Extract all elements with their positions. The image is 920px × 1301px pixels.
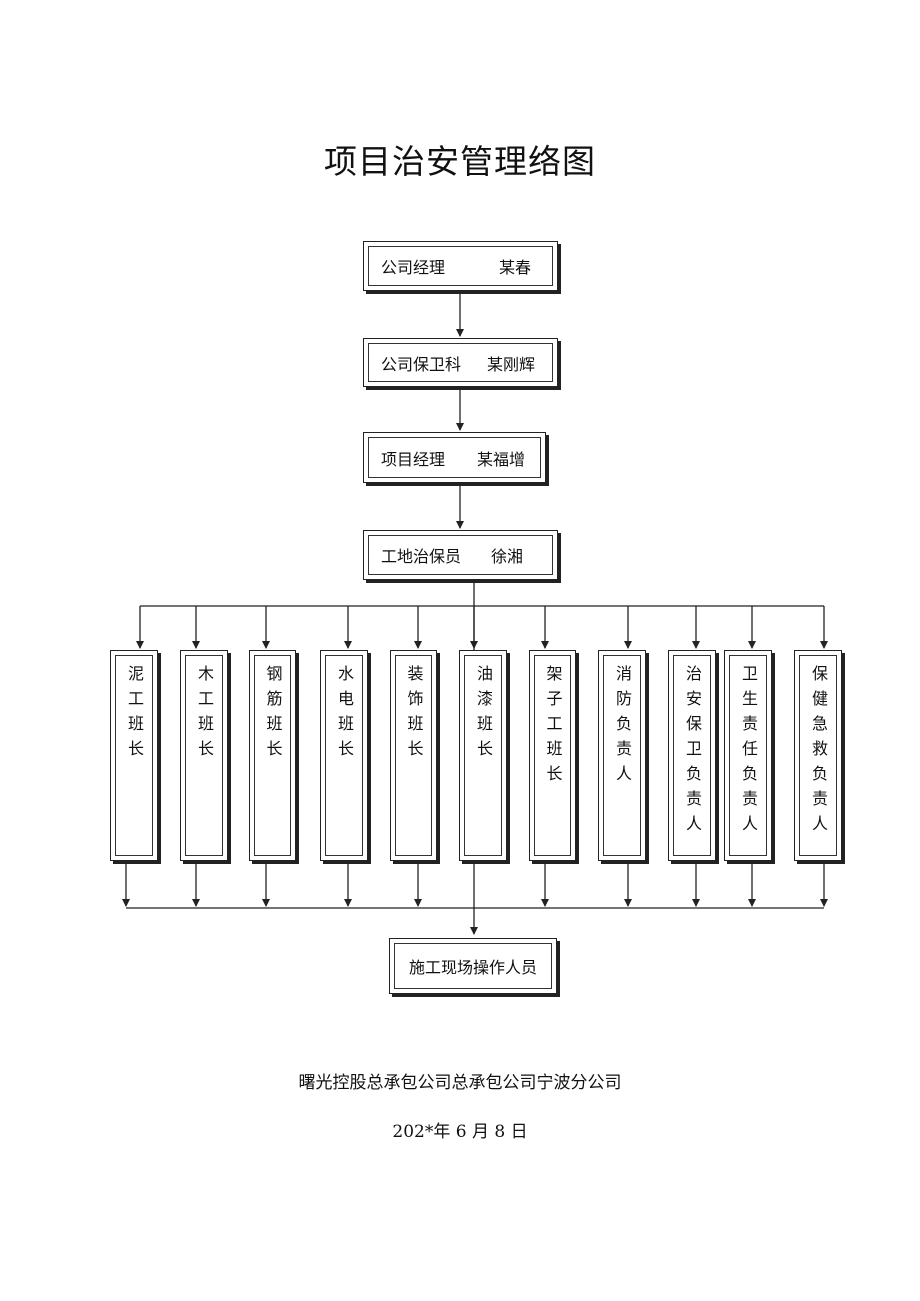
team-label: 泥工班长 — [125, 665, 144, 765]
team-label: 钢筋班长 — [263, 665, 283, 765]
team-label: 水电班长 — [335, 665, 354, 765]
team-box-fire: 消防负责人 — [598, 650, 646, 861]
team-box-first-aid: 保健急救负责人 — [794, 650, 842, 861]
manager-box: 公司经理 某春 — [363, 241, 558, 291]
page-title: 项目治安管理络图 — [324, 142, 596, 181]
team-label: 架子工班长 — [543, 665, 563, 790]
team-label: 木工班长 — [195, 665, 214, 765]
team-box-decoration: 装饰班长 — [390, 650, 437, 861]
site-workers-box: 施工现场操作人员 — [389, 938, 557, 994]
site-workers-label: 施工现场操作人员 — [408, 958, 537, 977]
security-role: 公司保卫科 — [381, 354, 462, 374]
team-box-security: 治安保卫负责人 — [668, 650, 716, 861]
team-box-plumbing: 水电班长 — [320, 650, 368, 861]
project-manager-name: 某福增 — [476, 449, 525, 469]
security-name: 某刚辉 — [486, 354, 535, 374]
footer-company: 曙光控股总承包公司总承包公司宁波分公司 — [298, 1073, 622, 1093]
team-box-rebar: 钢筋班长 — [249, 650, 296, 861]
team-label: 卫生责任负责人 — [739, 665, 758, 840]
team-box-carpentry: 木工班长 — [180, 650, 228, 861]
team-box-hygiene: 卫生责任负责人 — [724, 650, 772, 861]
team-label: 装饰班长 — [404, 665, 424, 765]
team-label: 油漆班长 — [474, 665, 493, 765]
team-label: 消防负责人 — [613, 665, 632, 790]
footer-date: 202*年 6 月 8 日 — [392, 1122, 528, 1142]
site-officer-box: 工地治保员 徐湘 — [363, 530, 558, 580]
team-box-scaffolding: 架子工班长 — [529, 650, 576, 861]
manager-role: 公司经理 — [381, 258, 446, 277]
project-manager-box: 项目经理 某福增 — [363, 432, 546, 483]
site-officer-name: 徐湘 — [490, 547, 523, 566]
team-box-painting: 油漆班长 — [459, 650, 507, 861]
security-box: 公司保卫科 某刚辉 — [363, 338, 558, 387]
project-manager-role: 项目经理 — [381, 449, 446, 469]
site-officer-role: 工地治保员 — [381, 547, 462, 566]
team-label: 治安保卫负责人 — [683, 665, 702, 840]
manager-name: 某春 — [498, 258, 531, 277]
team-box-mason: 泥工班长 — [110, 650, 158, 861]
team-label: 保健急救负责人 — [809, 665, 828, 840]
